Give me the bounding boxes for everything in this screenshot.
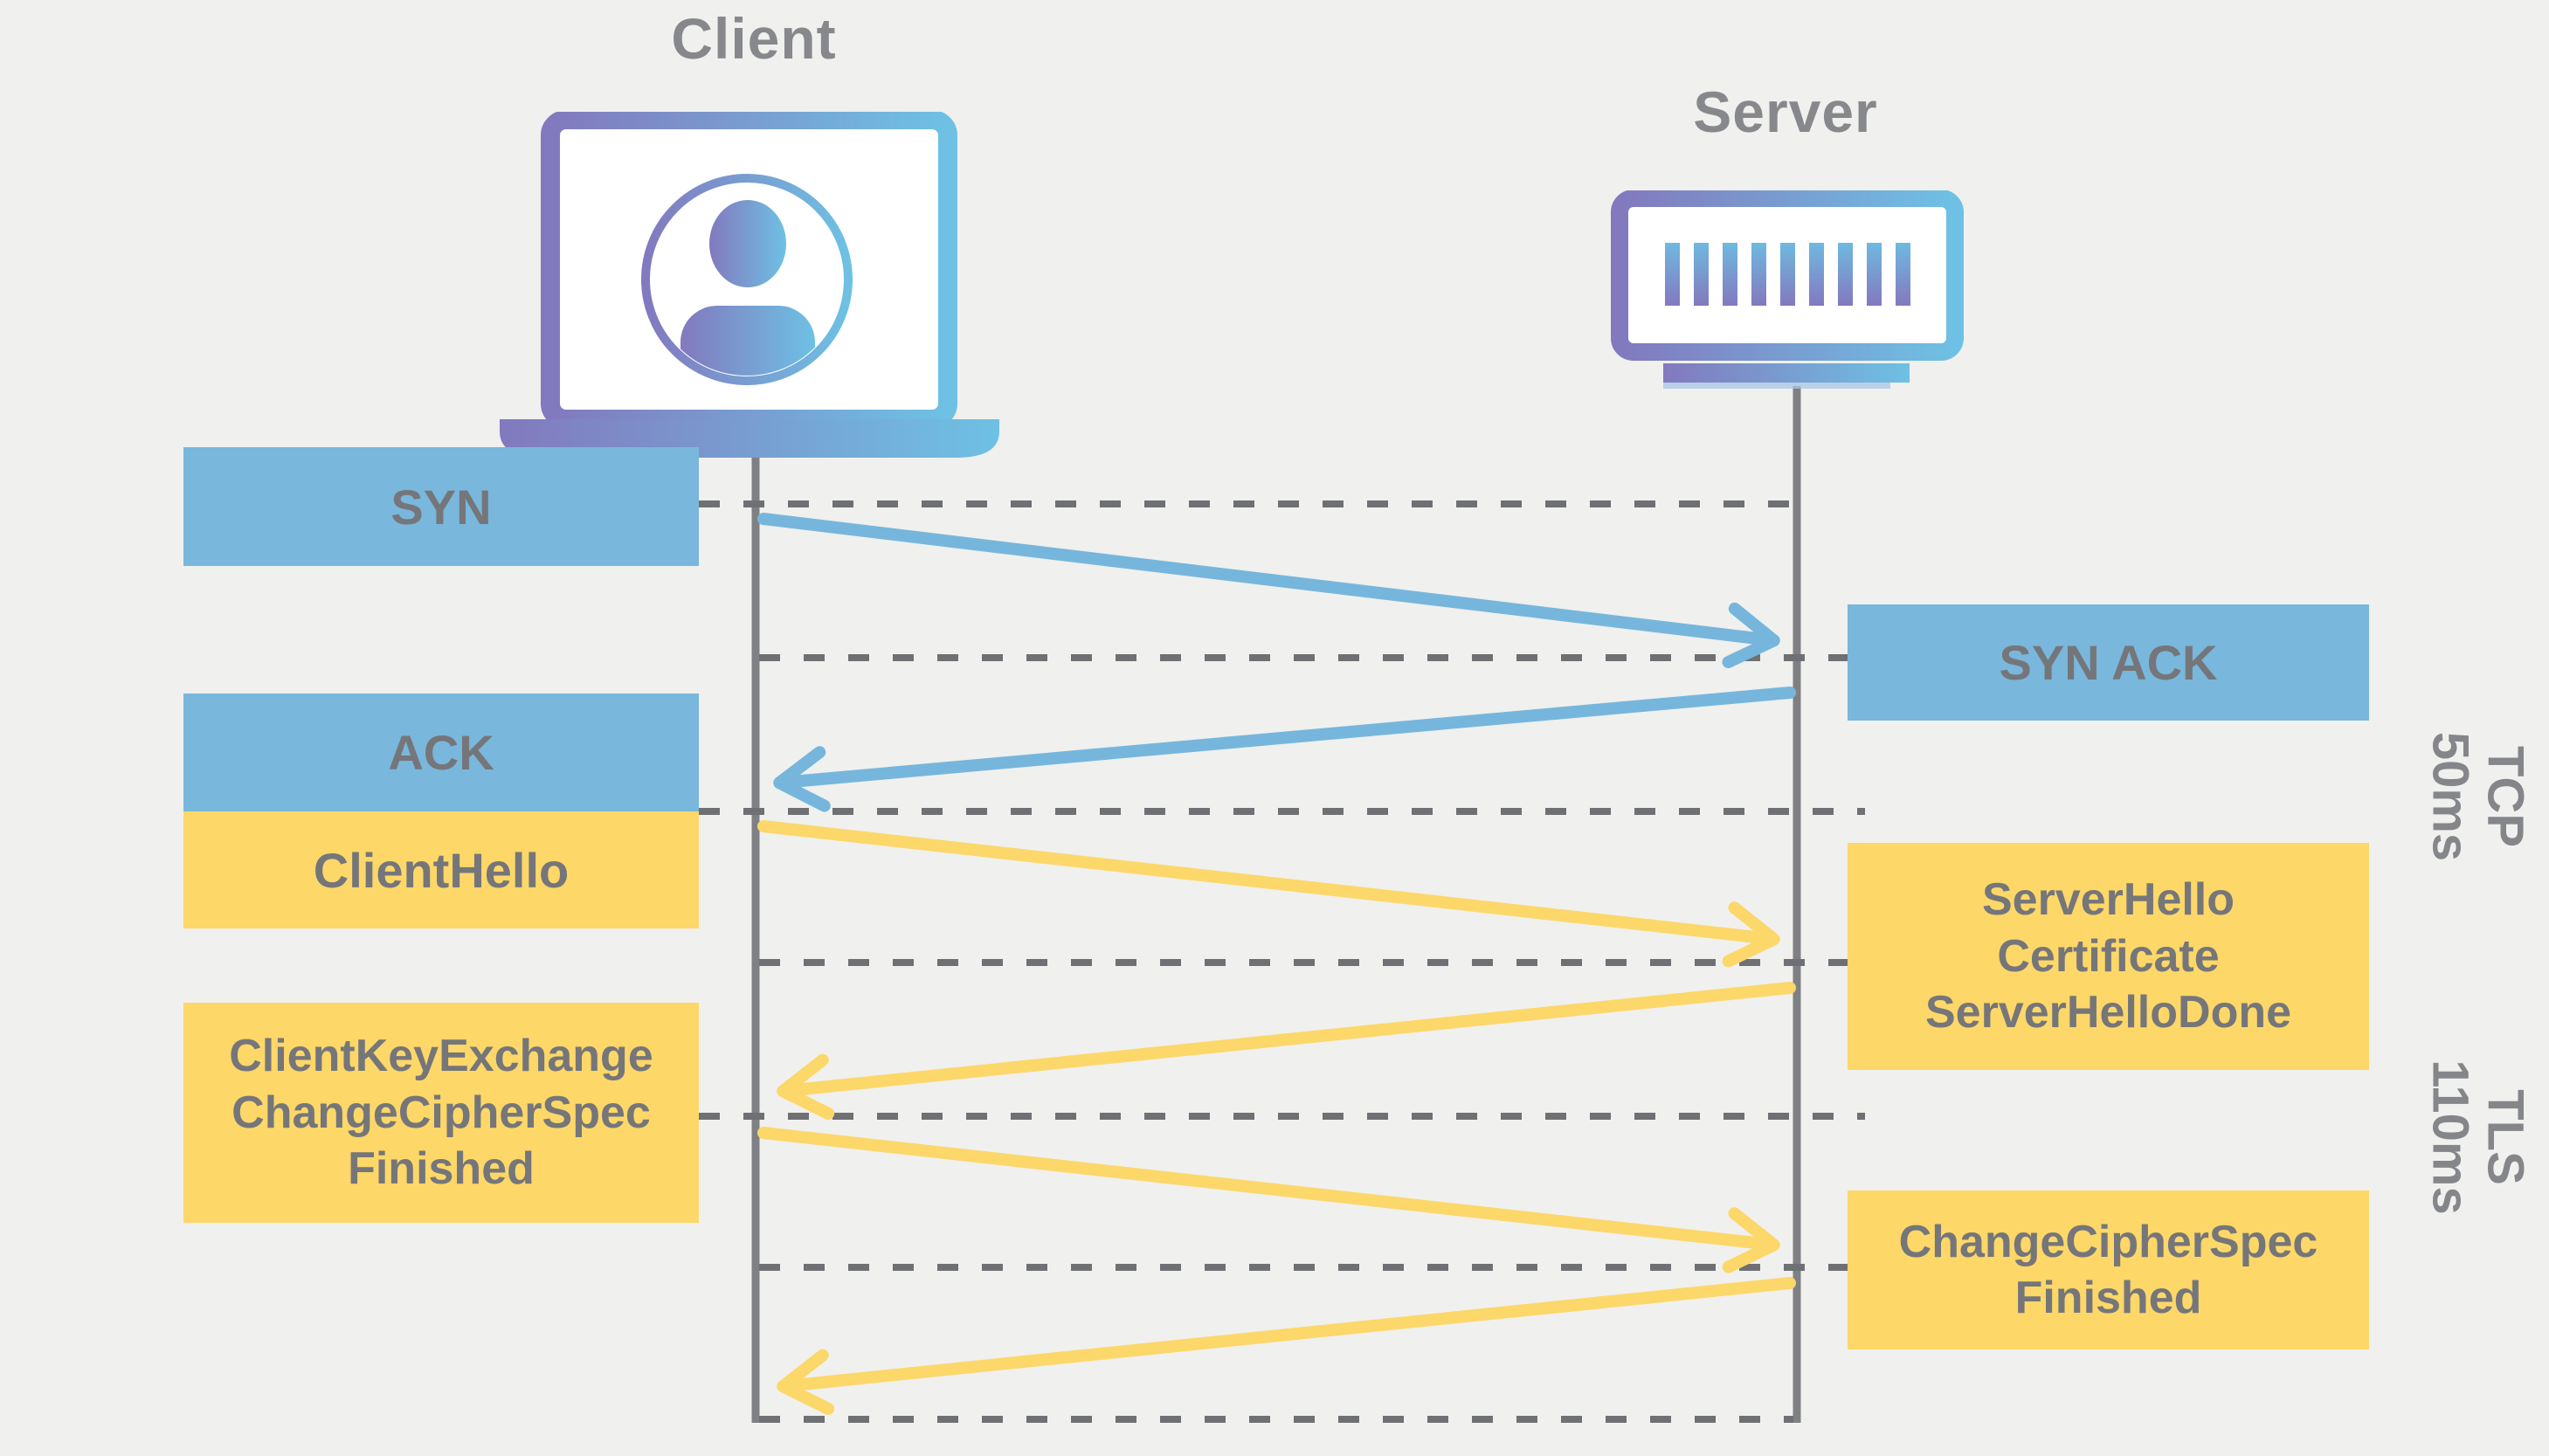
message-label: Finished [2014, 1273, 2202, 1323]
message-box-syn-ack: SYN ACK [1848, 604, 2369, 721]
message-label: ACK [388, 725, 494, 780]
server-hello-arrow [777, 982, 1796, 1120]
message-label: Finished [348, 1143, 535, 1195]
phase-protocol: TCP [2476, 746, 2534, 847]
message-box-syn: SYN [183, 447, 699, 566]
message-box-change-cipher-spec: ChangeCipherSpec Finished [1848, 1190, 2369, 1349]
client-title: Client [671, 6, 837, 71]
syn-ack-arrow [773, 687, 1796, 812]
message-box-server-hello: ServerHello Certificate ServerHelloDone [1848, 843, 2369, 1070]
server-icon [1611, 190, 1964, 389]
client-key-exchange-arrow [757, 1127, 1780, 1273]
message-label: ChangeCipherSpec [231, 1087, 651, 1138]
message-box-client-hello: ClientHello [183, 811, 699, 928]
message-label: ChangeCipherSpec [1898, 1216, 2318, 1267]
laptop-icon [500, 112, 999, 458]
phase-latency: 50ms [2422, 731, 2479, 862]
server-title: Server [1693, 79, 1878, 144]
phase-latency: 110ms [2422, 1059, 2479, 1215]
user-avatar-icon [641, 174, 853, 385]
message-box-client-key-exchange: ClientKeyExchange ChangeCipherSpec Finis… [183, 1003, 699, 1223]
syn-arrow [757, 513, 1780, 669]
message-label: SYN [390, 479, 492, 535]
message-label: Certificate [1997, 930, 2220, 982]
change-cipher-spec-arrow [777, 1277, 1796, 1415]
server-vent-bars [1665, 243, 1910, 306]
message-label: ServerHelloDone [1924, 987, 2292, 1039]
message-label: ClientHello [313, 842, 570, 898]
client-hello-arrow [757, 820, 1780, 968]
message-box-ack: ACK [183, 693, 699, 811]
message-label: SYN ACK [1999, 635, 2218, 690]
phase-protocol: TLS [2476, 1089, 2534, 1185]
phase-label-tcp: TCP 50ms [2422, 731, 2534, 862]
phase-label-tls: TLS 110ms [2422, 1059, 2534, 1215]
message-label: ClientKeyExchange [229, 1031, 653, 1082]
message-label: ServerHello [1981, 874, 2235, 926]
